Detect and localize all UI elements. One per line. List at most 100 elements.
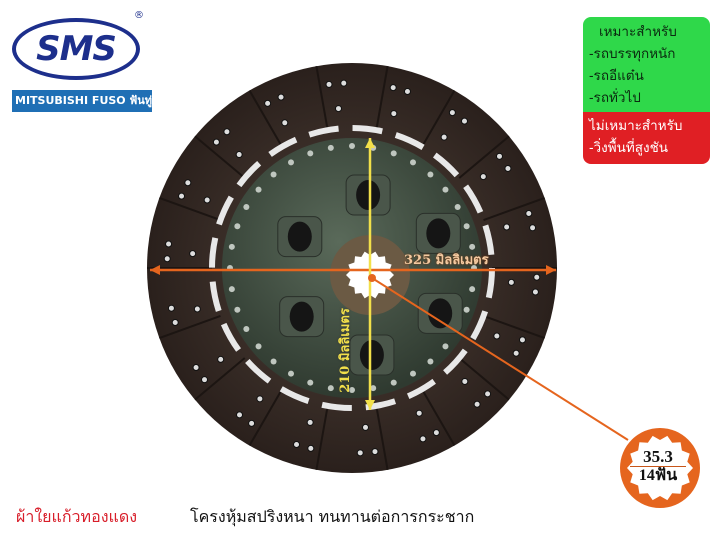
spring bbox=[359, 339, 384, 370]
suitable-item: -รถบรรทุกหนัก bbox=[589, 46, 676, 62]
segment-gap bbox=[375, 405, 389, 471]
rivet bbox=[390, 110, 398, 118]
rivet bbox=[171, 319, 179, 327]
segment-gap bbox=[458, 357, 510, 401]
gear-teeth bbox=[627, 435, 693, 501]
rivet bbox=[503, 223, 511, 231]
rivet bbox=[189, 250, 197, 258]
plate-dot bbox=[228, 243, 235, 250]
rivet bbox=[448, 109, 456, 117]
rivet bbox=[473, 400, 481, 408]
plate-dot bbox=[469, 286, 476, 293]
segment-gap bbox=[483, 196, 545, 222]
segment-gap bbox=[194, 135, 246, 179]
rivet bbox=[217, 355, 225, 363]
rivet bbox=[512, 349, 520, 357]
segment-gap bbox=[248, 388, 283, 447]
brand-band: MITSUBISHI FUSO ฟันทู่ bbox=[12, 90, 152, 112]
facing-rivets bbox=[163, 79, 541, 457]
rivet bbox=[256, 395, 264, 403]
feature-caption: โครงหุ้มสปริงหนา ทนทานต่อการกระชาก bbox=[190, 507, 475, 526]
segment-gap bbox=[159, 196, 221, 222]
plate-dot bbox=[463, 306, 470, 313]
rivet bbox=[525, 209, 533, 217]
rivet bbox=[193, 305, 201, 313]
suitable-item: -รถอีแต๋น bbox=[589, 68, 644, 84]
rivet bbox=[212, 138, 220, 146]
rivet bbox=[507, 278, 515, 286]
rivet bbox=[432, 429, 440, 437]
plate-dot bbox=[390, 379, 397, 386]
plate-dot bbox=[442, 186, 449, 193]
suitability-box: เหมาะสำหรับ -รถบรรทุกหนัก -รถอีแต๋น -รถท… bbox=[583, 17, 710, 164]
logo-oval: SMS bbox=[12, 18, 140, 80]
spline-size: 35.3 bbox=[643, 447, 673, 466]
rivet bbox=[236, 411, 244, 419]
plate-dot bbox=[307, 150, 314, 157]
rivet bbox=[533, 273, 541, 281]
spline-spec: 35.3 14ฟัน bbox=[630, 448, 686, 485]
plate-dot bbox=[288, 159, 294, 166]
rivet bbox=[165, 240, 173, 248]
spring bbox=[289, 301, 314, 332]
rivet bbox=[529, 224, 537, 232]
plate-dot bbox=[270, 171, 277, 178]
brand-logo: SMS ® MITSUBISHI FUSO ฟันทู่ bbox=[12, 10, 152, 120]
rivet bbox=[479, 173, 487, 181]
rivet bbox=[419, 435, 427, 443]
rivet bbox=[389, 84, 397, 92]
rivet bbox=[306, 418, 314, 426]
outer-diameter-label: 325 มิลลิเมตร bbox=[404, 253, 489, 268]
plate-dot bbox=[442, 343, 449, 350]
plate-dot bbox=[427, 358, 434, 365]
unsuitable-panel: ไม่เหมาะสำหรับ -วิ่งพื้นที่สูงชัน bbox=[583, 112, 710, 164]
rivet bbox=[440, 133, 448, 141]
unsuitable-item: -วิ่งพื้นที่สูงชัน bbox=[589, 140, 668, 156]
rivet bbox=[223, 128, 231, 136]
rivet bbox=[518, 336, 526, 344]
rivet bbox=[184, 179, 192, 187]
rivet bbox=[484, 390, 492, 398]
plate-dot bbox=[307, 379, 314, 386]
plate-dot bbox=[228, 286, 235, 293]
rivet bbox=[356, 449, 364, 457]
rivet bbox=[281, 119, 289, 127]
rivet bbox=[293, 440, 301, 448]
rivet bbox=[334, 105, 342, 113]
plate-dot bbox=[288, 370, 294, 377]
segment-gap bbox=[315, 65, 329, 131]
rivet bbox=[201, 376, 209, 384]
segment-gap bbox=[315, 405, 329, 471]
plate-dot bbox=[270, 358, 277, 365]
plate-dot bbox=[463, 223, 470, 230]
logo-text: SMS bbox=[36, 29, 117, 69]
rivet bbox=[264, 99, 272, 107]
facing-segments bbox=[147, 65, 557, 471]
facing-caption: ผ้าใยแก้วทองแดง bbox=[16, 507, 138, 526]
arrow-left-icon bbox=[150, 265, 160, 275]
spline-pointer-line bbox=[371, 277, 629, 441]
plate-dot bbox=[410, 370, 416, 377]
plate-dot bbox=[469, 243, 476, 250]
pointer-dot bbox=[368, 274, 376, 282]
rivet bbox=[531, 288, 539, 296]
plate-dot bbox=[427, 171, 434, 178]
suitable-heading: เหมาะสำหรับ bbox=[599, 24, 677, 40]
segment-gap bbox=[375, 65, 389, 131]
rivet bbox=[362, 423, 370, 431]
suitable-panel: เหมาะสำหรับ -รถบรรทุกหนัก -รถอีแต๋น -รถท… bbox=[583, 17, 710, 112]
rivet bbox=[495, 152, 503, 160]
rivet bbox=[167, 304, 175, 312]
rivet bbox=[307, 444, 315, 452]
plate-dot bbox=[243, 204, 250, 210]
plate-dot bbox=[234, 223, 241, 230]
inner-ring bbox=[209, 125, 495, 411]
rivet bbox=[248, 419, 256, 427]
plate-dot bbox=[454, 204, 461, 210]
rivet bbox=[460, 117, 468, 125]
spring bbox=[426, 218, 451, 249]
plate-dot bbox=[255, 343, 262, 350]
spline-teeth: 14ฟัน bbox=[630, 466, 686, 485]
rivet bbox=[178, 192, 186, 200]
